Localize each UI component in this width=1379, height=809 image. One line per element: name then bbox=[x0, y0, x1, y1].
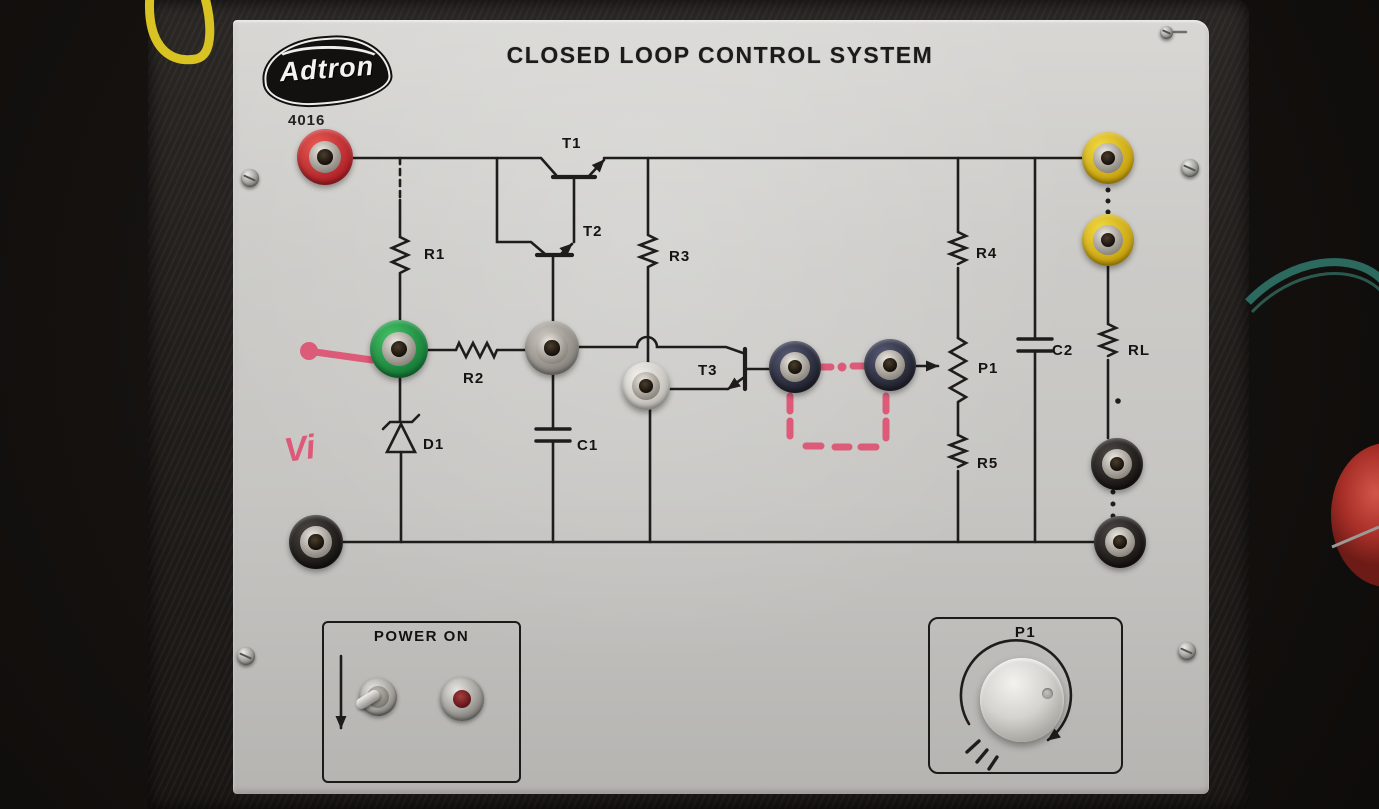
red-jack-4016[interactable] bbox=[297, 129, 353, 185]
panel-screw-top-right-corner bbox=[1160, 26, 1173, 39]
black-jack-load-bottom[interactable] bbox=[1094, 516, 1146, 568]
p1-box: P1 bbox=[928, 617, 1123, 774]
panel-screw-left-top bbox=[241, 169, 259, 187]
model-number: 4016 bbox=[288, 112, 326, 129]
panel-title: CLOSED LOOP CONTROL SYSTEM bbox=[506, 42, 934, 68]
black-jack-ground[interactable] bbox=[289, 515, 343, 569]
p1-knob[interactable] bbox=[980, 658, 1064, 742]
yellow-jack-output-top[interactable] bbox=[1082, 132, 1134, 184]
navy-jack-feedback-left[interactable] bbox=[769, 341, 821, 393]
grey-jack-base[interactable] bbox=[525, 321, 579, 375]
panel-screw-right-bottom bbox=[1178, 642, 1196, 660]
navy-jack-feedback-right[interactable] bbox=[864, 339, 916, 391]
yellow-jack-output-bottom[interactable] bbox=[1082, 214, 1134, 266]
power-on-box: POWER ON bbox=[322, 621, 521, 783]
power-indicator-lamp bbox=[440, 677, 484, 721]
panel-screw-right-top bbox=[1181, 159, 1199, 177]
white-jack-emitter[interactable] bbox=[622, 362, 670, 410]
p1-box-label: P1 bbox=[1014, 624, 1037, 641]
power-toggle-switch[interactable] bbox=[354, 678, 397, 716]
red-wire-coil bbox=[1331, 443, 1379, 587]
power-on-label: POWER ON bbox=[373, 628, 470, 645]
brand-logo: Adtron bbox=[263, 35, 391, 107]
black-jack-load-top[interactable] bbox=[1091, 438, 1143, 490]
green-jack-input[interactable] bbox=[370, 320, 428, 378]
panel-screw-left-bottom bbox=[237, 647, 255, 665]
